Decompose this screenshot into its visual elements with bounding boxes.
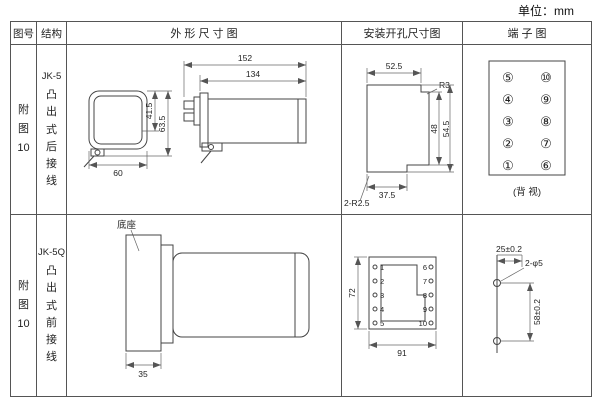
- terminal-4: ④: [502, 92, 514, 107]
- hole-3: 3: [380, 291, 384, 300]
- row1-outline-cell: 41.5 63.5 60: [67, 45, 342, 215]
- hole-7: 7: [423, 277, 427, 286]
- dim-134: 134: [246, 69, 260, 79]
- dim-2-r2-5: 2-R2.5: [344, 198, 370, 208]
- header-structure: 结构: [37, 22, 67, 45]
- dim-52-5: 52.5: [386, 61, 403, 71]
- terminal-numbers-left: ⑤ ④ ③ ② ①: [502, 70, 514, 173]
- front-view: [83, 90, 148, 168]
- base-and-body-view: [125, 229, 310, 352]
- terminal-side-view: [493, 255, 501, 353]
- dim-91: 91: [397, 348, 407, 358]
- terminal-block-outline: [488, 60, 566, 176]
- base-dimensions: 35: [125, 353, 162, 379]
- outline-drawing-jk5q: 底座 35: [117, 219, 310, 379]
- terminal-8: ⑧: [540, 114, 552, 129]
- mounting-holes-right: 6 7 8 9 10: [419, 263, 434, 328]
- row2-fig-no: 附 图 10: [11, 215, 37, 396]
- hole-10: 10: [419, 319, 427, 328]
- mounting-plate-outline: [368, 256, 437, 330]
- spec-table: 图号 结构 外 形 尺 寸 图 安装开孔尺寸图 端 子 图 附 图 10 JK-…: [10, 21, 592, 397]
- header-installation: 安装开孔尺寸图: [342, 22, 463, 45]
- hole-4: 4: [380, 305, 384, 314]
- unit-label: 单位：mm: [518, 4, 574, 18]
- dim-72: 72: [347, 288, 357, 298]
- structure-label: 凸出式后接线: [46, 89, 57, 187]
- hole-1: 1: [380, 263, 384, 272]
- side-view: [183, 92, 307, 164]
- mounting-holes-left: 1 2 3 4 5: [372, 263, 384, 328]
- dim-41-5: 41.5: [144, 102, 154, 119]
- header-outline: 外 形 尺 寸 图: [67, 22, 342, 45]
- model-label: JK-5Q: [38, 247, 65, 259]
- terminal-1: ①: [502, 158, 514, 173]
- install-drawing-jk5: 52.5 R3 48 54.5 37.5 2-R2.5: [344, 61, 454, 208]
- terminal-drawing-jk5q: 25±0.2 2-φ5 58±0.2: [493, 244, 543, 353]
- hole-2: 2: [380, 277, 384, 286]
- row1-fig-no: 附 图 10: [11, 45, 37, 215]
- dim-63-5: 63.5: [157, 115, 167, 132]
- row1-structure: JK-5 凸出式后接线: [37, 45, 67, 215]
- dim-35: 35: [138, 369, 148, 379]
- row2-install-cell: 1 2 3 4 5 6 7 8 9 10: [342, 215, 463, 396]
- dim-37-5: 37.5: [379, 190, 396, 200]
- terminal-numbers-right: ⑩ ⑨ ⑧ ⑦ ⑥: [540, 70, 552, 173]
- dim-54-5: 54.5: [441, 120, 451, 137]
- fig-char: 10: [17, 141, 30, 154]
- fig-char: 图: [18, 299, 29, 312]
- header-fig-no: 图号: [11, 22, 37, 45]
- terminal-drawing-jk5: ⑤ ④ ③ ② ① ⑩ ⑨ ⑧ ⑦ ⑥ (背 视): [488, 60, 566, 198]
- dim-58: 58±0.2: [532, 299, 542, 325]
- base-label: 底座: [117, 219, 137, 231]
- hole-8: 8: [423, 291, 427, 300]
- terminal-6: ⑥: [540, 158, 552, 173]
- dim-152: 152: [238, 53, 252, 63]
- terminal-10: ⑩: [540, 70, 552, 85]
- header-terminal: 端 子 图: [463, 22, 591, 45]
- fig-char: 附: [18, 280, 29, 293]
- terminal-5: ⑤: [502, 70, 514, 85]
- dim-48: 48: [429, 124, 439, 134]
- hole-5: 5: [380, 319, 384, 328]
- hole-9: 9: [423, 305, 427, 314]
- side-dimensions: 152 134: [183, 53, 307, 97]
- row2-outline-cell: 底座 35: [67, 215, 342, 396]
- terminal-3: ③: [502, 114, 514, 129]
- plate-dimensions: 72 91: [347, 256, 437, 358]
- fig-char: 附: [18, 104, 29, 117]
- hole-6: 6: [423, 263, 427, 272]
- model-label: JK-5: [41, 71, 62, 83]
- dim-25: 25±0.2: [496, 244, 522, 254]
- dim-60: 60: [113, 168, 123, 178]
- terminal-7: ⑦: [540, 136, 552, 151]
- row2-structure: JK-5Q 凸出式前接线: [37, 215, 67, 396]
- row2-terminal-cell: 25±0.2 2-φ5 58±0.2: [463, 215, 591, 396]
- dim-2-phi5: 2-φ5: [525, 258, 543, 268]
- fig-char: 图: [18, 123, 29, 136]
- rear-view-caption: (背 视): [513, 186, 541, 198]
- structure-label: 凸出式前接线: [46, 265, 57, 363]
- fig-char: 10: [17, 317, 30, 330]
- outline-drawing-jk5: 41.5 63.5 60: [83, 53, 307, 178]
- cutout-outline: [366, 84, 430, 173]
- row1-terminal-cell: ⑤ ④ ③ ② ① ⑩ ⑨ ⑧ ⑦ ⑥ (背 视): [463, 45, 591, 215]
- install-drawing-jk5q: 1 2 3 4 5 6 7 8 9 10: [347, 256, 437, 358]
- terminal-9: ⑨: [540, 92, 552, 107]
- cutout-dimensions: 52.5 R3 48 54.5 37.5 2-R2.5: [344, 61, 454, 208]
- front-dimensions: 41.5 63.5 60: [88, 90, 172, 178]
- row1-install-cell: 52.5 R3 48 54.5 37.5 2-R2.5: [342, 45, 463, 215]
- terminal-dimensions: 25±0.2 2-φ5 58±0.2: [496, 244, 543, 342]
- terminal-2: ②: [502, 136, 514, 151]
